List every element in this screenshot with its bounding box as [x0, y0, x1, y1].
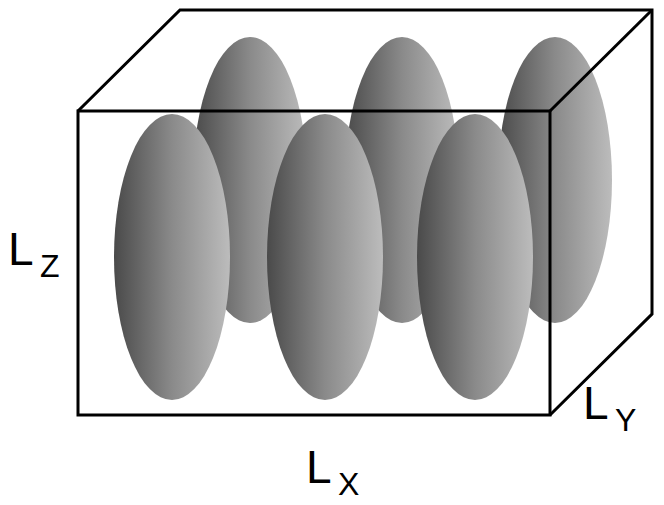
- top-right-edge: [550, 10, 652, 111]
- dimension-letter: L: [8, 226, 34, 272]
- dimension-letter: L: [583, 380, 609, 426]
- front-face: [78, 111, 550, 415]
- dimension-subscript: Y: [615, 404, 636, 436]
- dimension-subscript: X: [338, 468, 359, 500]
- front-ellipsoids: [114, 114, 533, 400]
- dimension-subscript: Z: [40, 250, 60, 282]
- dimension-letter: L: [306, 444, 332, 490]
- ellipsoid: [267, 114, 383, 400]
- back-edges: [78, 10, 652, 415]
- ellipsoid: [114, 114, 230, 400]
- ellipsoid: [417, 114, 533, 400]
- box-edges: [78, 10, 652, 415]
